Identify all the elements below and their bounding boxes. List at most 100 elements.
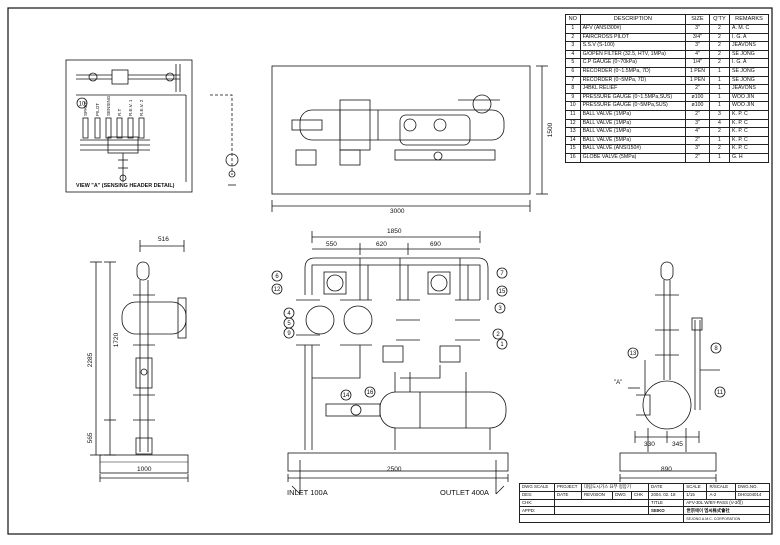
bom-cell-size: 1/4" [685,58,710,68]
bom-cell-description: S.S.V (S-100) [579,41,687,51]
bom-cell-size: 4" [685,49,710,60]
bom-cell-size: 3/4" [685,32,710,43]
bom-cell-description: BALL VALVE (1MPa) [579,127,687,137]
bom-cell-remarks: WOO JIN [729,101,769,111]
bom-cell-description: BALL VALVE (1MPa) [579,109,687,120]
balloon-7 [496,267,508,279]
bom-header-remarks: REMARKS [729,14,769,25]
bom-cell-size: ø100 [685,92,710,103]
bom-cell-remarks: A. M. C [729,24,769,34]
balloon-13-label: 13 [630,351,637,357]
bom-cell-qty: 2 [708,58,731,68]
bom-cell-no: 6 [565,66,581,77]
dim-seg1: 550 [326,241,337,248]
tb-title-value: AFV-30L W/BY-PASS (V-3레) [683,498,770,508]
bom-cell-size: 1 PEN [685,66,710,77]
bom-cell-description: GLOBE VALVE (5MPa) [579,152,687,163]
tb-scale-value: 1/15 [683,490,708,500]
bom-cell-qty: 1 [708,84,731,94]
tb-project-value: 대림도시가스 요부 정압기 [580,483,650,492]
dim-top-height: 1500 [547,122,554,137]
bom-cell-description: C.P GAUGE (0~70kPa) [579,58,687,68]
bom-cell-size: 3" [685,41,710,51]
bom-cell-description: RECORDER (0~5MPa, 7D) [579,75,687,86]
bom-cell-description: AFV (ANSI300#) [579,24,687,34]
dim-side-h2: 2285 [87,352,94,367]
bom-header-no: NO [565,14,581,25]
balloon-16-label: 16 [367,390,374,396]
sensing-tag-spare: SPARE [83,101,88,116]
balloon-7-label: 7 [500,271,504,277]
balloon-5-label: 5 [287,321,291,327]
balloon-12 [271,283,283,295]
tb-dwgno-header: DWG.NO. [734,483,771,492]
balloon-9-label: 9 [287,331,291,337]
dim-right-base: 890 [661,466,672,473]
bom-cell-description: RECORDER (0~1.5MPa, 7D) [579,66,687,77]
dim-top-width: 3000 [390,208,405,215]
tb-dwg-label: DWG [612,490,632,500]
balloon-2 [492,328,504,340]
bom-cell-description: J4BKL RELIEF [579,84,687,94]
tb-title-label: TITLE [648,498,685,508]
bom-cell-size: 4" [685,127,710,137]
tb-scale-header: SCALE [683,483,708,492]
bom-cell-qty: 1 [708,92,731,103]
dim-overall-width: 1850 [387,228,402,235]
balloon-14 [340,389,352,401]
tb-date-header: DATE [648,483,685,492]
balloon-3-label: 3 [498,306,502,312]
tb-company-name: 世宗에이 엠씨株式會社 [683,506,770,516]
bom-cell-remarks: I. G. A [729,58,769,68]
bom-cell-no: 3 [565,41,581,51]
tb-project-label: PROJECT [554,483,582,492]
view-a-marker: "A" [614,380,623,386]
front-view [287,257,509,472]
balloon-16 [364,386,376,398]
dim-front-base: 2500 [387,466,402,473]
bom-cell-qty: 2 [708,41,731,51]
bom-header-size: SIZE [685,14,710,25]
dim-side-base: 1000 [137,466,152,473]
bom-cell-remarks: JEAVONS [729,41,769,51]
bom-cell-remarks: JEAVONS [729,84,769,94]
inlet-label: INLET 100A [287,488,328,497]
tb-date-value: 2004. 02. 18 [648,490,685,500]
bom-cell-no: 15 [565,144,581,154]
bom-cell-qty: 2 [708,144,731,154]
dim-seg2: 620 [376,241,387,248]
bom-header-row: NO DESCRIPTION SIZE Q'TY REMARKS [565,14,769,25]
bom-cell-description: G/OPEN FILTER (32.5, HTV, 1MPa) [579,49,687,60]
bom-cell-qty: 3 [708,109,731,120]
tb-rscale-value: A-2 [706,490,736,500]
bom-cell-no: 2 [565,32,581,43]
bom-cell-size: 2" [685,84,710,94]
balloon-1-label: 1 [500,342,504,348]
bom-cell-description: BALL VALVE (1MPa) [579,118,687,129]
bom-cell-size: 3" [685,118,710,129]
dim-seg3: 690 [430,241,441,248]
bom-cell-qty: 4 [708,118,731,129]
outlet-label: OUTLET 400A [440,488,490,497]
bom-cell-size: 2" [685,109,710,120]
dim-side-top: 516 [158,236,169,243]
tb-des-row: DES: [519,490,555,500]
bom-cell-size: 3" [685,24,710,34]
balloon-9 [283,327,295,339]
bom-cell-remarks: K. P. C [729,144,769,154]
bom-cell-description: FAIRCROSS PILOT [579,32,687,43]
bom-cell-remarks: K. P. C [729,118,769,129]
bom-cell-size: 3" [685,144,710,154]
tb-company-sub: SEJONG A.M.C. CORPORATION [683,514,770,523]
balloon-8 [710,342,722,354]
bom-cell-no: 1 [565,24,581,34]
